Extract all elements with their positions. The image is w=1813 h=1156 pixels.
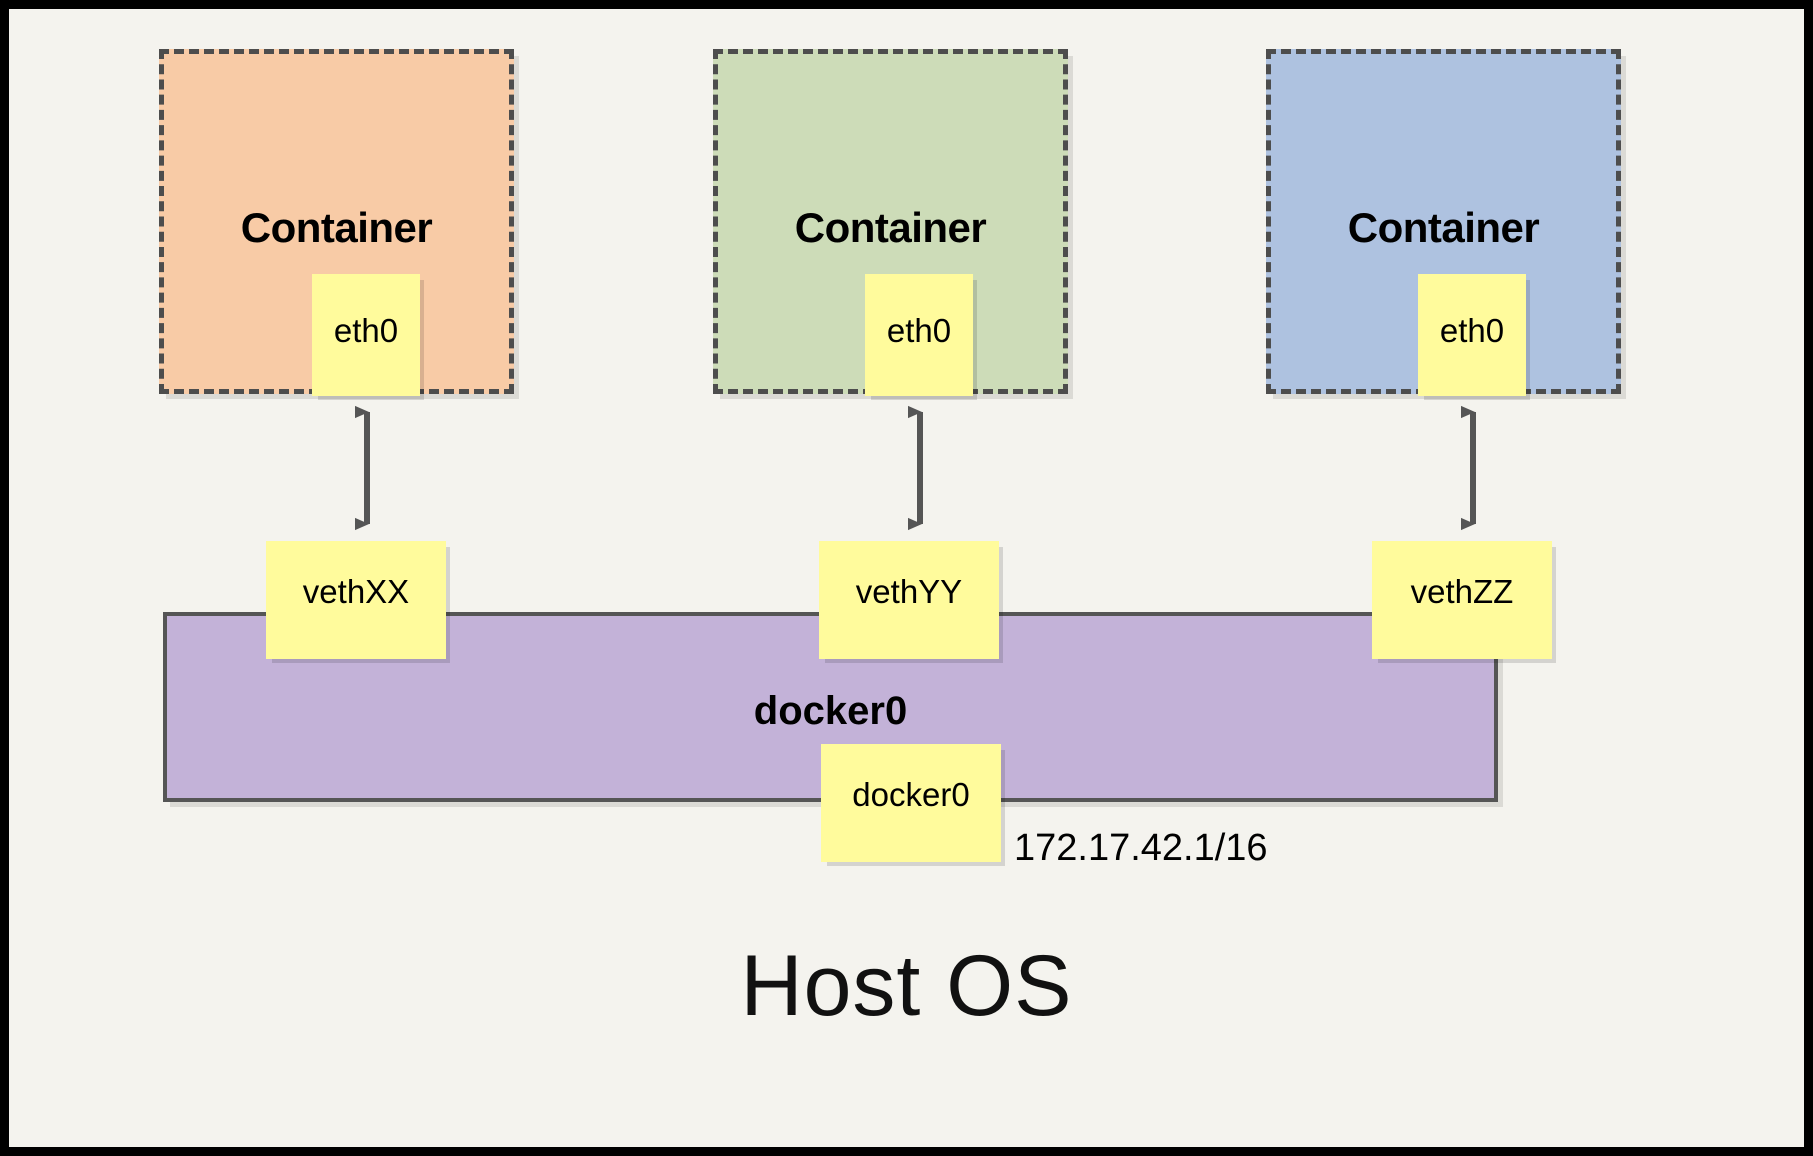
docker0-bridge-label: docker0 [753, 689, 908, 733]
diagram-page: Container eth0 Container eth0 Container … [9, 9, 1804, 1147]
veth-chip-1: vethXX [266, 541, 446, 659]
container-title-1: Container [240, 204, 433, 251]
veth-label-1: vethXX [302, 573, 410, 610]
veth-link-arrow-3 [1448, 392, 1476, 544]
container-eth0-chip-3: eth0 [1418, 274, 1526, 396]
container-eth0-chip-1: eth0 [312, 274, 420, 396]
container-eth0-label-3: eth0 [1439, 312, 1505, 349]
container-eth0-chip-2: eth0 [865, 274, 973, 396]
container-eth0-label-2: eth0 [886, 312, 952, 349]
veth-link-arrow-2 [895, 392, 923, 544]
veth-label-2: vethYY [855, 573, 963, 610]
docker0-interface-chip: docker0 [821, 744, 1001, 862]
veth-chip-3: vethZZ [1372, 541, 1552, 659]
host-os-label: Host OS [740, 938, 1073, 1034]
veth-label-3: vethZZ [1410, 573, 1514, 610]
veth-chip-2: vethYY [819, 541, 999, 659]
container-title-3: Container [1347, 204, 1540, 251]
container-title-2: Container [794, 204, 987, 251]
docker0-ip-label: 172.17.42.1/16 [1014, 827, 1268, 869]
container-eth0-label-1: eth0 [333, 312, 399, 349]
docker0-interface-label: docker0 [852, 776, 970, 813]
veth-link-arrow-1 [342, 392, 370, 544]
